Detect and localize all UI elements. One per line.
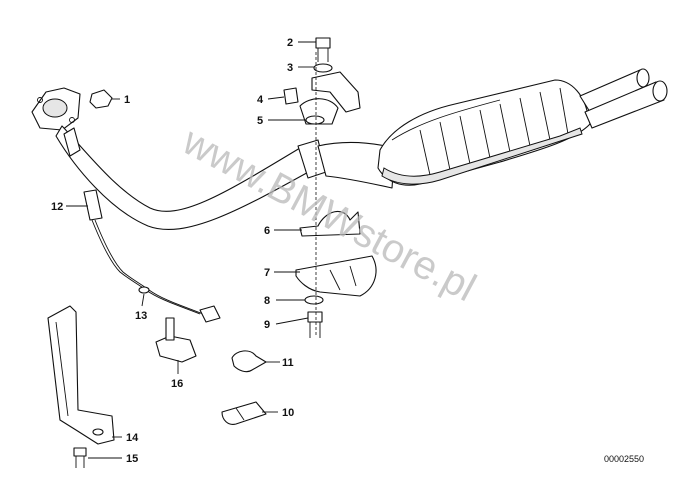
callout-labels: 1 2 3 4 5 6 7 8 9 10 11 12 13 14 15 16 bbox=[51, 37, 294, 465]
cable-clip-11 bbox=[231, 350, 267, 373]
upper-hanger-bracket bbox=[283, 37, 361, 125]
callout-5: 5 bbox=[257, 115, 263, 127]
diagram-reference-number: 00002550 bbox=[604, 454, 644, 464]
callout-11: 11 bbox=[282, 357, 294, 369]
callout-16: 16 bbox=[171, 378, 183, 390]
callout-13: 13 bbox=[135, 310, 147, 322]
catalytic-converter bbox=[377, 68, 668, 186]
callout-2: 2 bbox=[287, 37, 293, 49]
callout-6: 6 bbox=[264, 225, 270, 237]
callout-3: 3 bbox=[287, 62, 293, 74]
nut-1 bbox=[89, 89, 113, 109]
leader-lines bbox=[66, 41, 316, 459]
callout-4: 4 bbox=[257, 94, 264, 106]
callout-10: 10 bbox=[282, 407, 294, 419]
support-bracket bbox=[47, 305, 115, 468]
callout-15: 15 bbox=[126, 453, 138, 465]
callout-8: 8 bbox=[264, 295, 270, 307]
callout-1: 1 bbox=[124, 94, 130, 106]
callout-14: 14 bbox=[126, 432, 139, 444]
callout-7: 7 bbox=[264, 267, 270, 279]
oxygen-sensor bbox=[83, 189, 221, 323]
sensor-connector bbox=[155, 317, 197, 363]
callout-12: 12 bbox=[51, 201, 63, 213]
lower-pipe-clamp bbox=[295, 210, 377, 338]
callout-9: 9 bbox=[264, 319, 270, 331]
cable-clip-10 bbox=[221, 401, 267, 425]
exhaust-front-pipe bbox=[31, 87, 396, 230]
